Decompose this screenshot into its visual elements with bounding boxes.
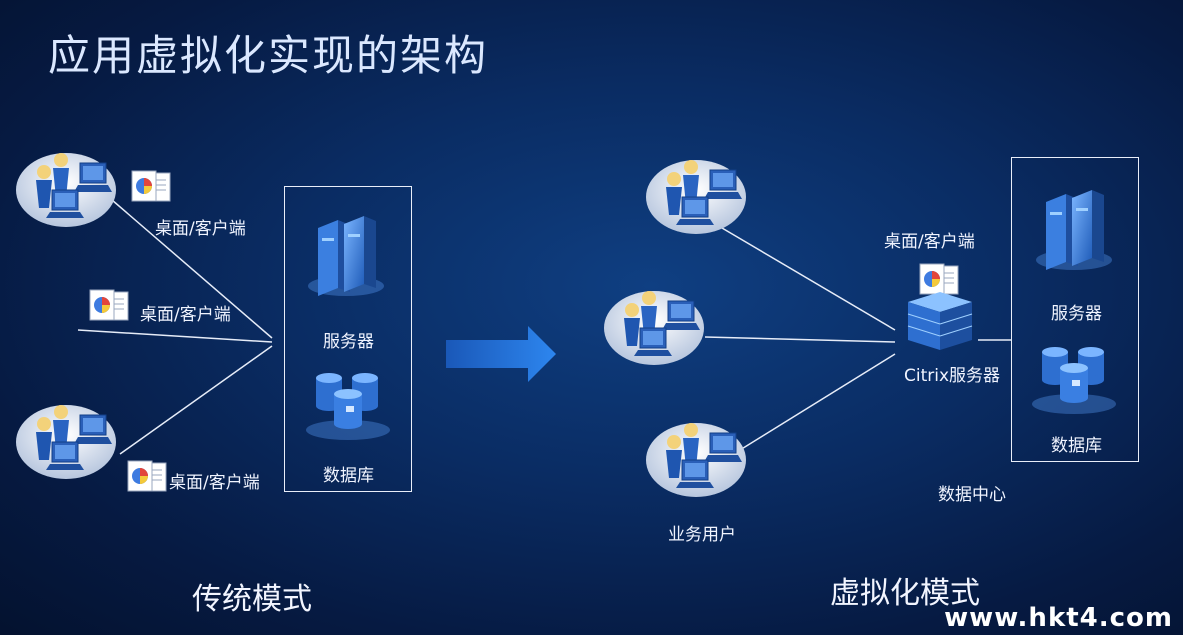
client-label-3: 桌面/客户端 [169, 473, 260, 493]
business-users-label: 业务用户 [668, 525, 736, 545]
traditional-database-label: 数据库 [323, 466, 374, 486]
virtual-mode-label: 虚拟化模式 [830, 576, 980, 611]
virtual-connection-lines [704, 227, 1012, 451]
virtual-server-label: 服务器 [1051, 304, 1102, 324]
document-icon [131, 170, 171, 202]
page-title: 应用虚拟化实现的架构 [48, 31, 489, 80]
datacenter-label: 数据中心 [938, 485, 1006, 505]
traditional-connection-lines [77, 199, 273, 455]
citrix-server-label: Citrix服务器 [904, 366, 1001, 386]
traditional-user-group-2 [15, 404, 117, 480]
traditional-user-group-1 [15, 152, 117, 228]
virtual-user-group-1 [645, 159, 747, 235]
virtual-client-label: 桌面/客户端 [884, 232, 975, 252]
client-label-2: 桌面/客户端 [140, 305, 231, 325]
transition-arrow-icon [446, 326, 556, 382]
virtual-user-group-3 [645, 422, 747, 498]
datacenter-box [1011, 157, 1139, 462]
virtual-user-group-2 [603, 290, 705, 366]
citrix-server-icon [907, 263, 973, 350]
virtual-database-label: 数据库 [1051, 436, 1102, 456]
traditional-server-box [284, 186, 412, 492]
traditional-mode-label: 传统模式 [192, 582, 312, 617]
document-icon [127, 460, 167, 492]
client-label-1: 桌面/客户端 [155, 219, 246, 239]
watermark: www.hkt4.com [944, 603, 1173, 633]
traditional-server-label: 服务器 [323, 332, 374, 352]
document-icon [89, 289, 129, 321]
